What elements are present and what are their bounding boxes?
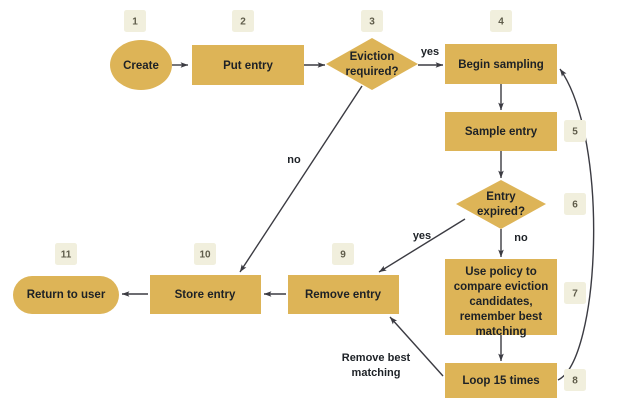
node-store-entry[interactable]: Store entry [150, 275, 261, 314]
edge-label-expired-yes: yes [413, 230, 431, 242]
node-eviction-required[interactable]: Eviction required? [326, 38, 418, 90]
node-entry-expired[interactable]: Entry expired? [456, 180, 546, 229]
badge-7-box [564, 282, 586, 304]
node-return-to-user-shape[interactable] [13, 276, 119, 314]
svg-text:Remove best: Remove best [342, 352, 411, 364]
node-entry-expired-shape[interactable] [456, 180, 546, 229]
badge-8-box [564, 369, 586, 391]
node-use-policy-shape[interactable] [445, 259, 557, 335]
node-return-to-user-label: Return to user [27, 289, 106, 301]
badge-10-text: 10 [199, 250, 211, 261]
node-put-entry[interactable]: Put entry [192, 45, 304, 85]
badge-9: 9 [332, 243, 354, 265]
svg-text:matching: matching [352, 367, 401, 379]
badge-9-text: 9 [340, 250, 346, 261]
node-use-policy-label-line2: compare eviction [454, 281, 549, 293]
node-put-entry-label: Put entry [223, 60, 273, 72]
badge-1-text: 1 [132, 17, 138, 28]
badge-5: 5 [564, 120, 586, 142]
edge-loop-back-to-begin-sampling [557, 68, 595, 381]
node-return-to-user[interactable]: Return to user [13, 276, 119, 314]
badge-6: 6 [564, 193, 586, 215]
badge-4-text: 4 [498, 17, 504, 28]
badge-5-text: 5 [572, 127, 578, 138]
edge-eviction-no-to-store-entry [239, 85, 363, 273]
badge-7-text: 7 [572, 289, 578, 300]
edge-label-expired-no: no [514, 232, 528, 244]
badge-3-box [361, 10, 383, 32]
node-create-label: Create [123, 60, 159, 72]
badge-4: 4 [490, 10, 512, 32]
node-begin-sampling[interactable]: Begin sampling [445, 44, 557, 84]
badge-8-text: 8 [572, 376, 578, 387]
node-store-entry-label: Store entry [175, 289, 236, 301]
node-eviction-required-shape[interactable] [326, 38, 418, 90]
edge-labels-layer: yes no yes no Remove best matching [287, 46, 528, 379]
node-loop-15-times-shape[interactable] [445, 363, 557, 398]
edge-label-eviction-yes: yes [421, 46, 439, 58]
badge-2: 2 [232, 10, 254, 32]
badge-3-text: 3 [369, 17, 375, 28]
badge-4-box [490, 10, 512, 32]
node-create-shape[interactable] [110, 40, 172, 90]
node-entry-expired-label-line2: expired? [477, 206, 525, 218]
node-create[interactable]: Create [110, 40, 172, 90]
node-begin-sampling-label: Begin sampling [458, 59, 544, 71]
node-eviction-required-label-line2: required? [345, 66, 398, 78]
node-use-policy-label-line5: matching [475, 326, 526, 338]
edge-label-eviction-no: no [287, 154, 301, 166]
badge-6-text: 6 [572, 200, 578, 211]
edge-entry-expired-yes-to-remove-entry [378, 218, 466, 273]
badge-6-box [564, 193, 586, 215]
badge-10-box [194, 243, 216, 265]
node-remove-entry[interactable]: Remove entry [288, 275, 399, 314]
badge-7: 7 [564, 282, 586, 304]
badge-10: 10 [194, 243, 216, 265]
badge-1: 1 [124, 10, 146, 32]
node-use-policy[interactable]: Use policy to compare eviction candidate… [445, 259, 557, 338]
node-sample-entry-label: Sample entry [465, 126, 538, 138]
node-use-policy-label-line4: remember best [460, 311, 543, 323]
node-sample-entry-shape[interactable] [445, 112, 557, 151]
node-store-entry-shape[interactable] [150, 275, 261, 314]
node-put-entry-shape[interactable] [192, 45, 304, 85]
badge-11-box [55, 243, 77, 265]
node-use-policy-label-line1: Use policy to [465, 266, 537, 278]
node-loop-15-times[interactable]: Loop 15 times [445, 363, 557, 398]
badge-2-box [232, 10, 254, 32]
badge-11: 11 [55, 243, 77, 265]
node-eviction-required-label-line1: Eviction [350, 51, 395, 63]
node-entry-expired-label-line1: Entry [486, 191, 516, 203]
edge-loop-to-remove-entry [389, 316, 444, 377]
badge-9-box [332, 243, 354, 265]
badge-11-text: 11 [61, 250, 72, 261]
node-loop-15-times-label: Loop 15 times [462, 375, 539, 387]
node-use-policy-label-line3: candidates, [469, 296, 532, 308]
node-remove-entry-label: Remove entry [305, 289, 382, 301]
badge-8: 8 [564, 369, 586, 391]
badge-2-text: 2 [240, 17, 246, 28]
badges-layer: 1 2 3 4 5 6 [55, 10, 586, 391]
node-remove-entry-shape[interactable] [288, 275, 399, 314]
badge-3: 3 [361, 10, 383, 32]
edges-layer: Begin sampling --> Store entry (diagonal… [121, 62, 595, 381]
badge-1-box [124, 10, 146, 32]
node-sample-entry[interactable]: Sample entry [445, 112, 557, 151]
badge-5-box [564, 120, 586, 142]
edge-label-remove-best-matching: Remove best matching [342, 352, 411, 379]
node-begin-sampling-shape[interactable] [445, 44, 557, 84]
